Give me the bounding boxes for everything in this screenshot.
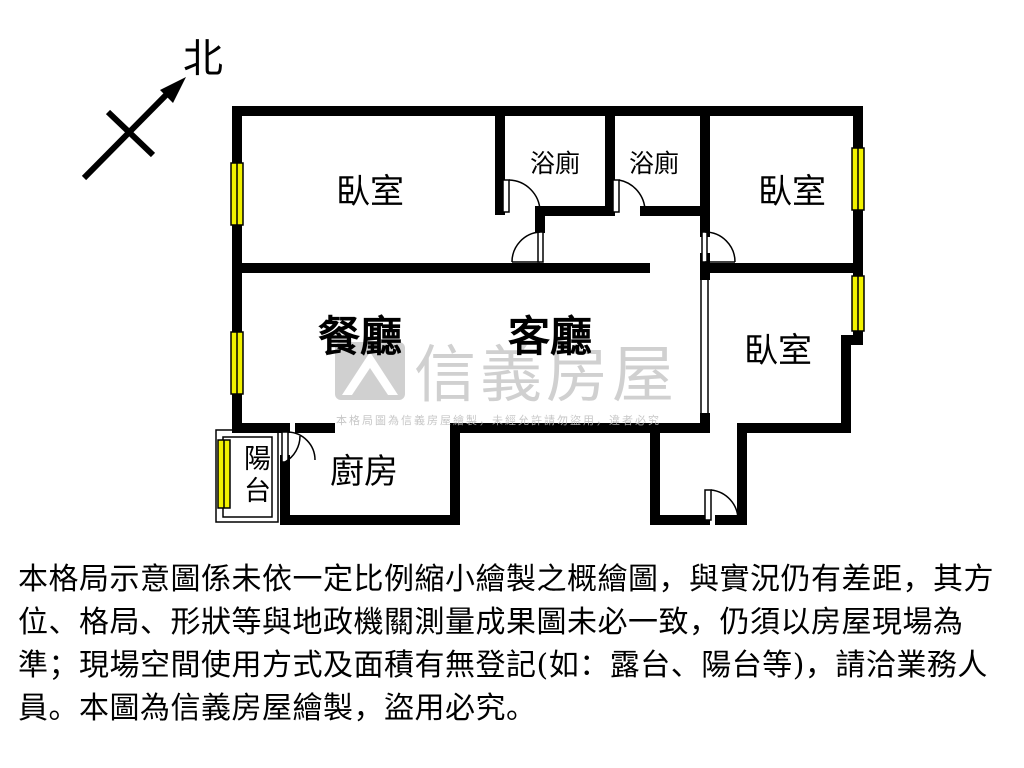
compass-north-label: 北 <box>183 36 223 82</box>
room-label-dining: 餐廳 <box>318 312 402 361</box>
room-label-bedroom-left: 臥室 <box>336 172 404 212</box>
room-labels: 臥室 浴廁 浴廁 臥室 餐廳 客廳 臥室 陽 台 廚房 <box>244 149 826 507</box>
windows <box>217 147 865 509</box>
compass: 北 <box>81 36 223 181</box>
compass-cross-line <box>81 90 171 181</box>
room-label-bath-1: 浴廁 <box>530 149 580 178</box>
room-label-bedroom-top-right: 臥室 <box>758 172 826 212</box>
floor-plan: 北 <box>81 36 865 525</box>
door-bath-1 <box>502 179 541 213</box>
room-label-balcony-top: 陽 <box>244 444 271 475</box>
watermark: 信義房屋 本格局圖為信義房屋繪製，未經允許請勿盜用，違者必究 <box>335 338 678 427</box>
door-entrance <box>704 489 739 521</box>
room-label-bedroom-right: 臥室 <box>744 331 812 371</box>
door-bedroom-top-right <box>701 231 736 263</box>
doors <box>281 179 739 521</box>
room-label-kitchen: 廚房 <box>330 452 398 492</box>
compass-arrowhead <box>160 77 186 103</box>
watermark-caption: 本格局圖為信義房屋繪製，未經允許請勿盜用，違者必究 <box>336 413 661 427</box>
disclaimer-text: 本格局示意圖係未依一定比例縮小繪製之概繪圖，與實況仍有差距，其方位、格局、形狀等… <box>18 562 994 726</box>
door-bath-2 <box>612 179 646 213</box>
room-label-living: 客廳 <box>508 312 592 361</box>
door-balcony <box>281 431 316 463</box>
door-bedroom-left <box>511 231 544 263</box>
watermark-brand: 信義房屋 <box>414 338 678 411</box>
watermark-logo-icon <box>335 342 405 400</box>
room-label-bath-2: 浴廁 <box>629 149 679 178</box>
room-label-balcony-bottom: 台 <box>244 476 271 507</box>
sliding-partition <box>700 280 709 418</box>
compass-cross-line <box>105 109 156 158</box>
